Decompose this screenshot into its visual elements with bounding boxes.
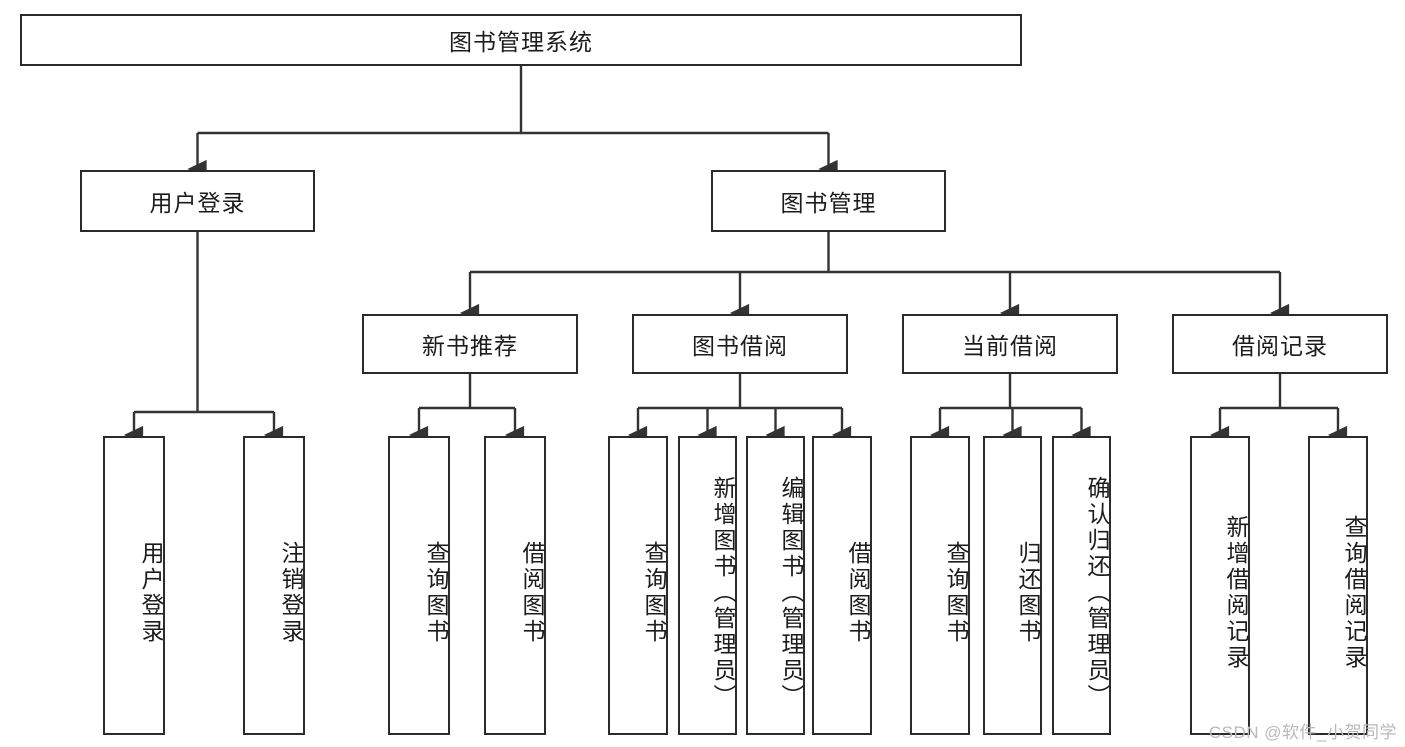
leaf-user-login[interactable]: 用户登录	[103, 436, 165, 735]
node-book-borrow[interactable]: 图书借阅	[632, 314, 848, 374]
leaf-borrow-book[interactable]: 借阅图书	[812, 436, 872, 735]
leaf-logout[interactable]: 注销登录	[243, 436, 305, 735]
leaf-query-book-borrow-label: 查询图书	[641, 540, 667, 645]
leaf-borrow-book-label: 借阅图书	[845, 540, 871, 645]
leaf-add-book-label: 新增图书（管理员）	[710, 475, 736, 710]
node-user-login-label: 用户登录	[149, 190, 246, 216]
node-new-book-recommend[interactable]: 新书推荐	[362, 314, 578, 374]
leaf-return-book-label: 归还图书	[1015, 540, 1041, 645]
leaf-confirm-return[interactable]: 确认归还（管理员）	[1052, 436, 1111, 735]
leaf-query-book-borrow[interactable]: 查询图书	[608, 436, 668, 735]
leaf-query-book-current-label: 查询图书	[943, 540, 969, 645]
leaf-add-borrow-record[interactable]: 新增借阅记录	[1190, 436, 1250, 735]
node-book-borrow-label: 图书借阅	[692, 333, 788, 359]
watermark: CSDN @软件_小贺同学	[1208, 723, 1397, 742]
leaf-confirm-return-label: 确认归还（管理员）	[1084, 475, 1110, 710]
node-borrow-record-label: 借阅记录	[1232, 333, 1328, 359]
leaf-logout-label: 注销登录	[278, 540, 304, 645]
node-root[interactable]: 图书管理系统	[20, 14, 1022, 66]
leaf-user-login-label: 用户登录	[138, 540, 164, 645]
leaf-borrow-book-recommend-label: 借阅图书	[519, 540, 545, 645]
leaf-add-book[interactable]: 新增图书（管理员）	[678, 436, 737, 735]
leaf-query-borrow-record-label: 查询借阅记录	[1341, 514, 1367, 671]
node-book-manage[interactable]: 图书管理	[711, 170, 946, 232]
leaf-borrow-book-recommend[interactable]: 借阅图书	[484, 436, 546, 735]
leaf-edit-book[interactable]: 编辑图书（管理员）	[746, 436, 805, 735]
node-user-login[interactable]: 用户登录	[80, 170, 315, 232]
leaf-edit-book-label: 编辑图书（管理员）	[778, 475, 804, 710]
leaf-return-book[interactable]: 归还图书	[983, 436, 1042, 735]
node-current-borrow[interactable]: 当前借阅	[902, 314, 1118, 374]
node-borrow-record[interactable]: 借阅记录	[1172, 314, 1388, 374]
leaf-add-borrow-record-label: 新增借阅记录	[1223, 514, 1249, 671]
leaf-query-borrow-record[interactable]: 查询借阅记录	[1308, 436, 1368, 735]
node-book-manage-label: 图书管理	[780, 190, 877, 216]
leaf-query-book-recommend-label: 查询图书	[423, 540, 449, 645]
leaf-query-book-recommend[interactable]: 查询图书	[388, 436, 450, 735]
leaf-query-book-current[interactable]: 查询图书	[910, 436, 970, 735]
node-current-borrow-label: 当前借阅	[962, 333, 1058, 359]
node-root-label: 图书管理系统	[449, 29, 593, 55]
node-new-book-recommend-label: 新书推荐	[422, 333, 518, 359]
